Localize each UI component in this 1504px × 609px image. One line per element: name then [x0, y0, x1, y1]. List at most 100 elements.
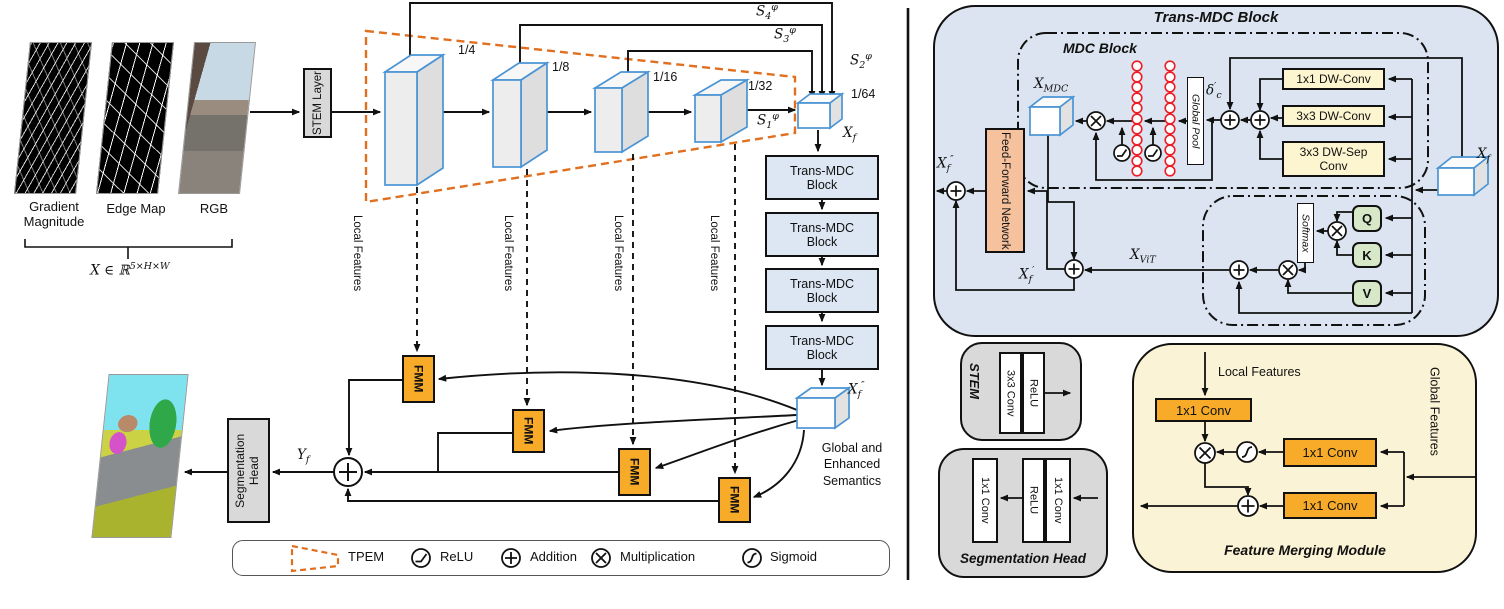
- dw-conv-1x1-label: 1x1 DW-Conv: [1296, 72, 1371, 86]
- local-features-label-4: Local Features: [708, 215, 721, 292]
- stem-conv-label: 3x3 Conv: [1004, 369, 1017, 417]
- local-features-label-2: Local Features: [502, 215, 515, 292]
- input-image-gradient-magnitude: [14, 42, 92, 194]
- xf1-label: Xf′: [1019, 265, 1035, 286]
- seghead-relu-label: ReLU: [1027, 486, 1040, 515]
- cube-global-semantics: [794, 386, 852, 430]
- xf2-label: Xf″: [848, 380, 865, 401]
- fmm-conv-mid-box: 1x1 Conv: [1283, 438, 1377, 467]
- delta-label: δ′c: [1206, 81, 1222, 102]
- dw-conv-3x3-box: 3x3 DW-Conv: [1282, 105, 1385, 127]
- seghead-conv2-box: 1x1 Conv: [1045, 458, 1071, 543]
- s3-label: S3φ: [774, 25, 796, 46]
- q-label: Q: [1361, 211, 1373, 226]
- trans-mdc-block-label: Trans-MDC Block: [789, 163, 855, 192]
- trans-mdc-detail-title: Trans-MDC Block: [1153, 9, 1279, 26]
- s4-label: S4φ: [756, 2, 778, 23]
- dw-sep-conv-3x3-label: 3x3 DW-Sep Conv: [1299, 145, 1368, 173]
- cube-1-32: [691, 78, 751, 144]
- input-image-rgb: [178, 42, 256, 194]
- global-semantics-caption: Global and Enhanced Semantics: [821, 441, 883, 488]
- seghead-conv1-box: 1x1 Conv: [972, 458, 998, 543]
- cube-1-4: [382, 53, 446, 187]
- addition-icon: [333, 457, 363, 487]
- legend-label-relu: ReLU: [440, 549, 474, 564]
- seghead-module-title: Segmentation Head: [959, 551, 1087, 566]
- global-pool-label: Global Pool: [1189, 93, 1202, 149]
- x-vit-label: XViT: [1130, 247, 1156, 266]
- legend-box: [232, 540, 890, 576]
- yf-label: Yf: [297, 447, 310, 466]
- s1-label: S1φ: [757, 111, 779, 132]
- softmax-box: Softmax: [1297, 203, 1314, 263]
- feed-forward-network-label: Feed-Forward Network: [999, 131, 1011, 250]
- segmentation-head-label: Segmentation Head: [233, 433, 262, 508]
- local-features-label-1: Local Features: [351, 215, 364, 292]
- fmm-conv-top-label: 1x1 Conv: [1176, 402, 1231, 418]
- local-features-label-3: Local Features: [612, 215, 625, 292]
- scale-1-32: 1/32: [748, 79, 773, 93]
- mdc-block-title: MDC Block: [1063, 40, 1137, 56]
- legend-label-tpem: TPEM: [348, 549, 385, 564]
- fmm-conv-bottom-box: 1x1 Conv: [1283, 492, 1377, 519]
- fmm-label: FMM: [411, 365, 426, 393]
- stem-layer-label: STEM Layer: [311, 71, 324, 135]
- xf2-output-label: Xf″: [937, 154, 954, 175]
- tpem-region: [364, 29, 797, 204]
- fmm-label: FMM: [521, 417, 536, 445]
- dw-conv-3x3-label: 3x3 DW-Conv: [1296, 109, 1371, 123]
- feed-forward-network-box: Feed-Forward Network: [985, 128, 1025, 253]
- trans-mdc-block-2: Trans-MDC Block: [765, 212, 879, 257]
- global-pool-box: Global Pool: [1187, 77, 1204, 165]
- input-brace: [24, 239, 233, 259]
- fmm-conv-mid-label: 1x1 Conv: [1302, 445, 1358, 460]
- stem-relu-box: ReLU: [1022, 352, 1045, 434]
- fmm-local-features-label: Local Features: [1218, 365, 1301, 379]
- cube-1-8: [490, 61, 550, 169]
- fmm-block-1: FMM: [402, 355, 435, 403]
- input-formula: X ∈ ℝ5×H×W: [90, 261, 170, 279]
- stem-relu-label: ReLU: [1027, 378, 1040, 408]
- segmentation-head-box: Segmentation Head: [227, 418, 270, 523]
- scale-1-8: 1/8: [552, 60, 570, 74]
- trans-mdc-block-3: Trans-MDC Block: [765, 268, 879, 313]
- input-label-gradient-magnitude: Gradient Magnitude: [23, 199, 85, 229]
- legend-label-sigmoid: Sigmoid: [770, 549, 817, 564]
- fmm-conv-bottom-label: 1x1 Conv: [1302, 498, 1358, 513]
- trans-mdc-block-1: Trans-MDC Block: [765, 155, 879, 200]
- legend-label-addition: Addition: [530, 549, 577, 564]
- local-feature-lines: [413, 144, 739, 475]
- trans-mdc-block-4: Trans-MDC Block: [765, 325, 879, 370]
- cube-xf: [795, 92, 845, 130]
- seghead-conv2-label: 1x1 Conv: [1052, 477, 1064, 524]
- left-flow-arrows: [250, 2, 836, 387]
- x-mdc-label: XMDC: [1034, 76, 1069, 95]
- dw-sep-conv-3x3-box: 3x3 DW-Sep Conv: [1282, 141, 1385, 177]
- trans-mdc-block-label: Trans-MDC Block: [789, 220, 855, 249]
- fmm-module-title: Feature Merging Module: [1224, 542, 1386, 558]
- softmax-label: Softmax: [1299, 213, 1312, 253]
- s2-label: S2φ: [850, 51, 872, 72]
- v-box: V: [1352, 280, 1382, 307]
- stem-layer-box: STEM Layer: [303, 68, 332, 138]
- xf-label: Xf: [843, 125, 857, 144]
- q-box: Q: [1352, 205, 1382, 232]
- input-label-rgb: RGB: [199, 201, 229, 216]
- stem-conv-box: 3x3 Conv: [999, 352, 1022, 434]
- k-label: K: [1362, 247, 1372, 263]
- cube-1-16: [591, 70, 652, 154]
- xf-input-label: Xf: [1477, 146, 1491, 165]
- legend-label-multiplication: Multiplication: [620, 549, 696, 564]
- dw-conv-1x1-box: 1x1 DW-Conv: [1282, 68, 1385, 90]
- fmm-label: FMM: [727, 486, 742, 514]
- scale-1-16: 1/16: [653, 70, 678, 84]
- input-image-edge-map: [96, 42, 174, 194]
- k-box: K: [1352, 242, 1382, 268]
- fmm-conv-top-box: 1x1 Conv: [1155, 398, 1252, 422]
- trans-mdc-block-label: Trans-MDC Block: [789, 276, 855, 305]
- scale-1-64: 1/64: [851, 87, 876, 101]
- seghead-relu-box: ReLU: [1022, 458, 1045, 543]
- input-label-edge-map: Edge Map: [106, 201, 166, 216]
- output-segmentation-image: [91, 374, 189, 538]
